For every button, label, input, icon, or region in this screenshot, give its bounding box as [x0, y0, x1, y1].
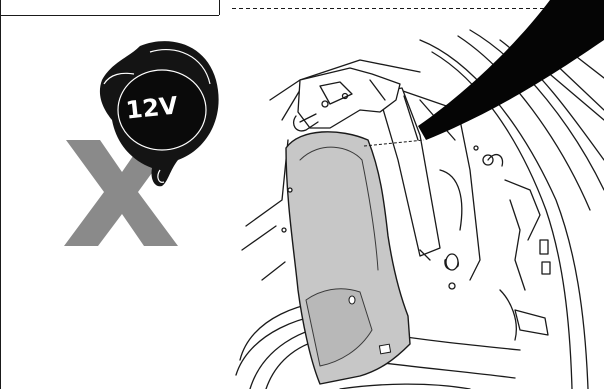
trunk-illustration — [236, 30, 604, 389]
power-socket-icon: 12V — [100, 41, 219, 186]
socket-voltage-label: 12V — [124, 91, 179, 124]
callout-beam — [418, 0, 604, 140]
